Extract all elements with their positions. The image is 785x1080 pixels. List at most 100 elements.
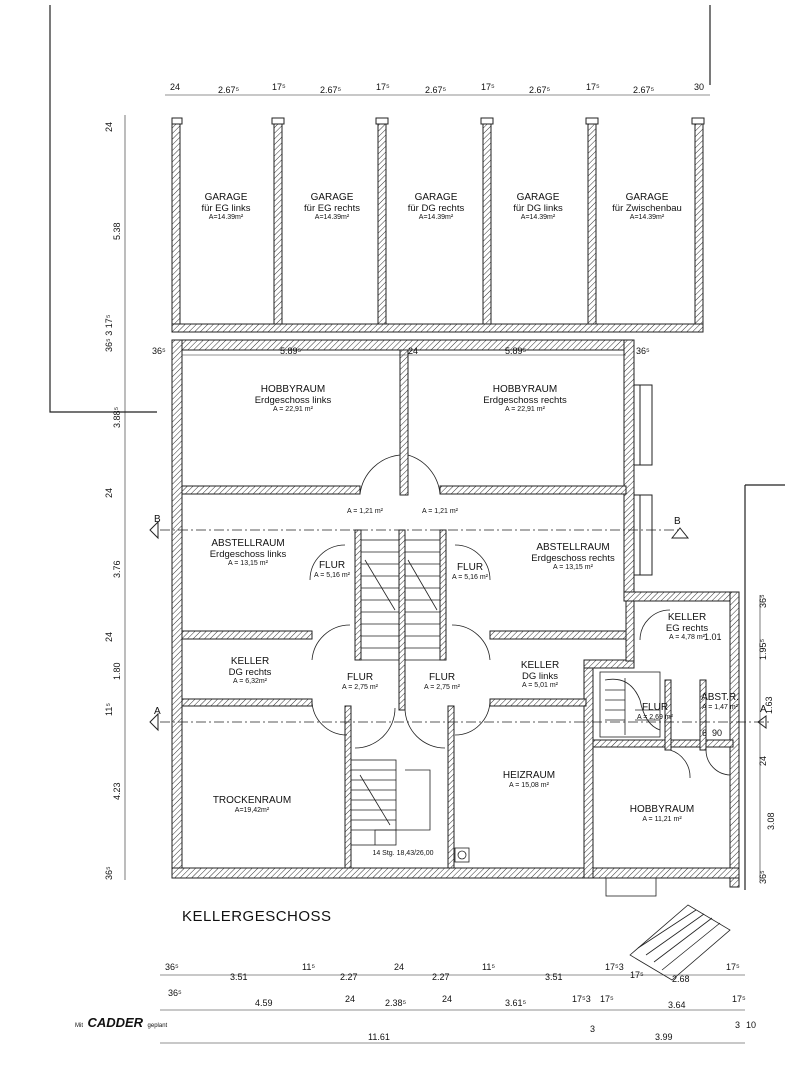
dim-b1-3: 2.27: [340, 972, 358, 982]
dim-hobby-3: 5.89⁵: [505, 346, 527, 356]
abstell-left-name: ABSTELLRAUM: [211, 538, 285, 549]
garage-3-name: GARAGE: [414, 192, 458, 203]
heizraum-area: A = 15,08 m²: [509, 781, 549, 789]
flur-lr-area: A = 2,75 m²: [424, 683, 460, 691]
garage-4-area: A=14.39m²: [520, 214, 556, 222]
stair-note: 14 Stg. 18,43/26,00: [372, 850, 434, 857]
section-marker-b-right: B: [674, 516, 681, 527]
dim-hobby-4: 36⁵: [636, 346, 650, 356]
hobby-left-area: A = 22,91 m²: [273, 406, 313, 414]
hobby-small-area: A = 11,21 m²: [642, 815, 682, 823]
garage-3-label: GARAGE für DG rechts A=14.39m²: [396, 192, 476, 222]
stairs-right: [599, 671, 661, 738]
dim-top-9: 2.67⁵: [633, 85, 655, 95]
abstell-right-label: ABSTELLRAUM Erdgeschoss rechts A = 13,15…: [518, 542, 628, 572]
dim-b1-11: 17⁵: [726, 962, 740, 972]
dim-b1-7: 3.51: [545, 972, 563, 982]
trockenraum-area: A=19,42m²: [234, 806, 270, 814]
keller-dg-rechts-area: A = 6,32m²: [232, 678, 268, 686]
keller-dg-links-label: KELLER DG links A = 5,01 m²: [505, 660, 575, 690]
flur-ul-area: A = 5,16 m²: [314, 571, 350, 579]
flur-ur-area: A = 5,16 m²: [452, 573, 488, 581]
dim-left-1: 5.38: [112, 222, 122, 240]
flur-ur-name: FLUR: [456, 562, 484, 573]
dim-b2-6: 17⁵3: [572, 994, 591, 1004]
heizraum-label: HEIZRAUM A = 15,08 m²: [484, 770, 574, 790]
small-left-area: A = 1,21 m²: [347, 508, 383, 515]
dim-b1-9: 17⁵: [630, 970, 644, 980]
cadder-prefix: Mit: [75, 1023, 83, 1029]
hobby-left-name: HOBBYRAUM: [260, 384, 326, 395]
small-right-area: A = 1,21 m²: [422, 508, 458, 515]
abstell-left-label: ABSTELLRAUM Erdgeschoss links A = 13,15 …: [198, 538, 298, 568]
hobby-right-name: HOBBYRAUM: [492, 384, 558, 395]
garage-5-label: GARAGE für Zwischenbau A=14.39m²: [602, 192, 692, 222]
dim-b1-6: 11⁵: [482, 962, 496, 972]
keller-eg-rechts-label: KELLER EG rechts A = 4,78 m²: [652, 612, 722, 642]
abstell-left-sub: Erdgeschoss links: [209, 548, 287, 560]
dim-b1-0: 36⁵: [165, 962, 179, 972]
section-marker-a-right: A: [760, 704, 767, 715]
dim-b2-9: 17⁵: [732, 994, 746, 1004]
dim-hobby-2: 24: [408, 346, 419, 356]
heizraum-name: HEIZRAUM: [502, 770, 556, 781]
section-marker-a-left: A: [154, 706, 161, 717]
dim-b2-1: 4.59: [255, 998, 273, 1008]
stairs-center-upper: [360, 539, 441, 661]
hobby-left-sub: Erdgeschoss links: [254, 394, 332, 406]
dim-keller-eg-1: 90: [712, 728, 723, 738]
dim-left-0: 24: [104, 121, 114, 132]
trockenraum-name: TROCKENRAUM: [212, 795, 292, 806]
flur-small-area: A = 2,69 m²: [637, 713, 673, 721]
flur-ul-name: FLUR: [318, 560, 346, 571]
garage-4-name: GARAGE: [516, 192, 560, 203]
garage-2-area: A=14.39m²: [314, 214, 350, 222]
dim-left-10: 36⁵: [104, 866, 114, 880]
hobby-small-label: HOBBYRAUM A = 11,21 m²: [622, 804, 702, 824]
keller-dg-links-name: KELLER: [520, 660, 560, 671]
dim-top-1: 2.67⁵: [218, 85, 240, 95]
garage-5-sub: für Zwischenbau: [612, 202, 682, 214]
keller-eg-rechts-area: A = 4,78 m²: [669, 634, 705, 642]
flur-small-label: FLUR A = 2,69 m²: [630, 702, 680, 722]
drawing-title: KELLERGESCHOSS: [182, 908, 332, 925]
dim-keller-eg-0: 1.01: [704, 632, 722, 642]
flur-small-name: FLUR: [641, 702, 669, 713]
dim-hobby-0: 36⁵: [152, 346, 166, 356]
garage-3-sub: für DG rechts: [407, 202, 465, 214]
flur-ur-label: FLUR A = 5,16 m²: [440, 562, 500, 582]
keller-dg-rechts-label: KELLER DG rechts A = 6,32m²: [210, 656, 290, 686]
dim-b3-0: 11.61: [368, 1032, 390, 1042]
garage-2-sub: für EG rechts: [304, 202, 360, 214]
dim-b2-4: 24: [442, 994, 453, 1004]
section-arrows: [149, 520, 767, 732]
dim-top-8: 17⁵: [586, 82, 600, 92]
dim-left-7: 1.80: [112, 662, 122, 680]
flur-ul-label: FLUR A = 5,16 m²: [302, 560, 362, 580]
dim-b2-8: 3.64: [668, 1000, 686, 1010]
garage-2-name: GARAGE: [310, 192, 354, 203]
dim-b1-1: 3.51: [230, 972, 248, 982]
dim-b3-1: 3: [590, 1024, 596, 1034]
dim-b2-5: 3.61⁵: [505, 998, 527, 1008]
garage-posts: [171, 117, 705, 125]
hobby-left-label: HOBBYRAUM Erdgeschoss links A = 22,91 m²: [238, 384, 348, 414]
garage-4-label: GARAGE für DG links A=14.39m²: [498, 192, 578, 222]
dim-top-10: 30: [694, 82, 705, 92]
garage-1-name: GARAGE: [204, 192, 248, 203]
dim-b1-2: 11⁵: [302, 962, 316, 972]
dim-right-3: 24: [758, 755, 768, 766]
dim-b1-8: 17⁵3: [605, 962, 624, 972]
garage-block: [171, 121, 704, 333]
dim-right-5: 36⁵: [758, 870, 768, 884]
dim-b1-5: 2.27: [432, 972, 450, 982]
dim-left-8: 11⁵: [104, 702, 114, 716]
dim-hobby-1: 5.89⁵: [280, 346, 302, 356]
keller-dg-links-sub: DG links: [522, 670, 558, 682]
dim-left-9: 4.23: [112, 782, 122, 800]
outer-walls: [171, 339, 740, 888]
abst-r-area: A = 1,47 m²: [702, 703, 738, 711]
trockenraum-label: TROCKENRAUM A=19,42m²: [212, 795, 292, 815]
keller-eg-rechts-name: KELLER: [667, 612, 707, 623]
dim-right-4: 3.08: [766, 812, 776, 830]
